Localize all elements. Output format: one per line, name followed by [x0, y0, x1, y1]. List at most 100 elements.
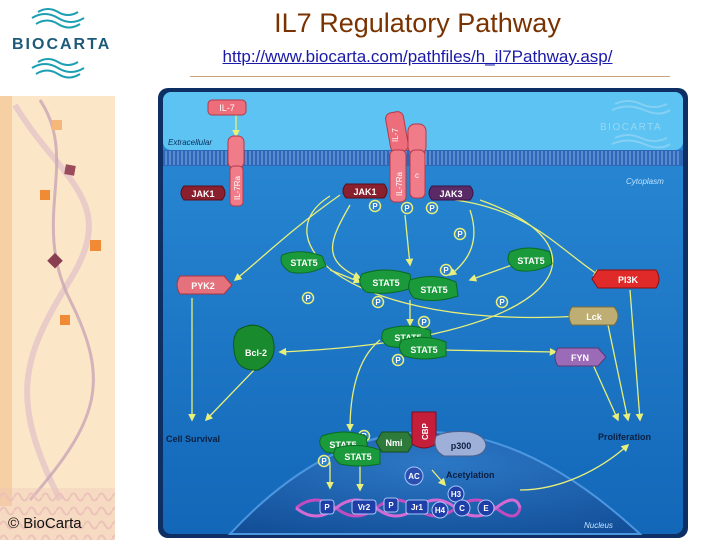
phospho-stat5-dimer: P	[439, 263, 453, 277]
stat5-dimer2-b-label: STAT5	[410, 345, 437, 355]
proliferation-label: Proliferation	[598, 432, 651, 442]
jr1-label: Jr1	[411, 503, 424, 512]
il7ra-receptor-left: IL-7Ra	[227, 135, 245, 207]
pyk2: PYK2	[176, 275, 233, 295]
phospho-label: P	[429, 204, 435, 213]
arrow-stat5-right-dimer	[468, 264, 513, 282]
pi3k: PI3K	[591, 269, 660, 289]
h4-label: H4	[435, 506, 446, 515]
cytoplasm-label: Cytoplasm	[626, 177, 664, 186]
gene-elements: P Vr2 P Jr1 H3 H4 C E	[319, 485, 495, 519]
il7ra-label: IL-7Ra	[395, 171, 404, 196]
copyright-notice: © BioCarta	[8, 515, 82, 532]
cytoplasm-region	[163, 92, 683, 534]
stat5-left-label: STAT5	[290, 258, 317, 268]
stat5-dimer: STAT5 STAT5	[359, 269, 459, 302]
phospho-label: P	[372, 202, 378, 211]
phospho-stat5-right: P	[495, 295, 509, 309]
phospho-stat5-left: P	[301, 291, 315, 305]
jak1-label: JAK1	[353, 187, 376, 197]
h3-label: H3	[451, 490, 462, 499]
logo-text: BIOCARTA	[12, 36, 112, 53]
phospho-nuclear-stat5-b: P	[317, 454, 331, 468]
cbp-label: CBP	[421, 422, 430, 440]
phospho-label: P	[375, 298, 381, 307]
phospho-dimer2-bottom: P	[391, 353, 405, 367]
watermark-text: BIOCARTA	[600, 122, 662, 133]
promoter-p: P	[319, 499, 335, 515]
phospho-label: P	[321, 457, 327, 466]
lck: Lck	[568, 306, 619, 326]
jak1: JAK1	[342, 183, 388, 199]
logo-wave-icon	[31, 8, 85, 79]
il7ra-receptor: IL-7Ra	[389, 149, 407, 203]
arrow-bcl2-survival	[204, 367, 257, 422]
arrow-gene-proliferation	[519, 443, 630, 491]
arrow-receptor-stat5	[404, 214, 414, 267]
il7-ligand-label: IL-7	[219, 103, 235, 113]
e-label: E	[483, 504, 489, 513]
promoter-p-label: P	[324, 503, 330, 512]
phospho-il7ra: P	[400, 201, 414, 215]
arrow-pi3k-proliferation	[629, 289, 644, 422]
title-divider	[190, 76, 670, 77]
il7-bound-label: IL-7	[391, 128, 400, 142]
source-link[interactable]: http://www.biocarta.com/pathfiles/h_il7P…	[222, 47, 613, 66]
arrow-lck-proliferation	[607, 324, 631, 422]
jak1-left: JAK1	[180, 185, 226, 201]
stat5-dimer2-a-label: STAT5	[394, 333, 421, 343]
bcl2-label: Bcl-2	[245, 348, 267, 358]
phospho-jak1: P	[368, 199, 382, 213]
enhancer-e: E	[477, 499, 495, 517]
constant-c: C	[453, 499, 471, 517]
stat5-right-label: STAT5	[517, 256, 544, 266]
arrow-jak1-stat5	[332, 204, 362, 279]
pyk2-label: PYK2	[191, 281, 215, 291]
extracellular-region	[163, 92, 683, 150]
phospho-jak3: P	[425, 201, 439, 215]
stat5-left: STAT5	[280, 251, 327, 274]
stat5-dimer-b-label: STAT5	[420, 285, 447, 295]
promoter-p2-label: P	[388, 501, 394, 510]
histone-h4: H4	[431, 501, 449, 519]
phospho-jak3-b: P	[453, 227, 467, 241]
phospho-label: P	[305, 294, 311, 303]
phospho-label: P	[395, 356, 401, 365]
phospho-label: P	[457, 230, 463, 239]
nucleus-label: Nucleus	[584, 521, 613, 530]
arrow-fyn-proliferation	[589, 357, 619, 422]
gamma-c-receptor: c	[407, 123, 427, 199]
ac-label: AC	[408, 472, 420, 481]
stat5-right: STAT5	[507, 247, 553, 272]
jak1-left-label: JAK1	[191, 189, 214, 199]
jr1-element: Jr1	[405, 499, 429, 515]
slide-title: IL7 Regulatory Pathway	[274, 8, 561, 38]
pi3k-label: PI3K	[618, 275, 639, 285]
arrow-jak3-pi3k	[454, 199, 602, 277]
arrow-jak1-pyk2	[233, 194, 341, 281]
ac-acetyl: AC	[404, 466, 424, 486]
phospho-label: P	[499, 298, 505, 307]
stat5-dimer-a-label: STAT5	[372, 278, 399, 288]
extracellular-label: Extracellular	[168, 138, 212, 147]
lck-label: Lck	[586, 312, 603, 322]
arrow-jak3-stat5	[448, 209, 475, 276]
gamma-c-label: c	[415, 171, 419, 180]
nmi-label: Nmi	[385, 438, 402, 448]
jak3-label: JAK3	[439, 189, 462, 199]
il7-ligand: IL-7	[207, 99, 247, 116]
nmi: Nmi	[375, 431, 415, 453]
biocarta-logo: BIOCARTA	[0, 0, 115, 96]
fyn: FYN	[554, 347, 607, 367]
phospho-label: P	[421, 318, 427, 327]
phospho-stat5-dimer-b: P	[371, 295, 385, 309]
phospho-label: P	[404, 204, 410, 213]
nuclear-stat5-b-label: STAT5	[344, 452, 371, 462]
stat5-dimer-translocating: STAT5 STAT5	[381, 325, 447, 360]
arrow-dimer-fyn	[439, 347, 558, 356]
p300-label: p300	[451, 441, 472, 451]
il7ra-left-label: IL-7Ra	[233, 175, 242, 200]
phospho-dimer2-top: P	[417, 315, 431, 329]
nuclear-stat5-complex: STAT5 STAT5	[319, 431, 381, 467]
